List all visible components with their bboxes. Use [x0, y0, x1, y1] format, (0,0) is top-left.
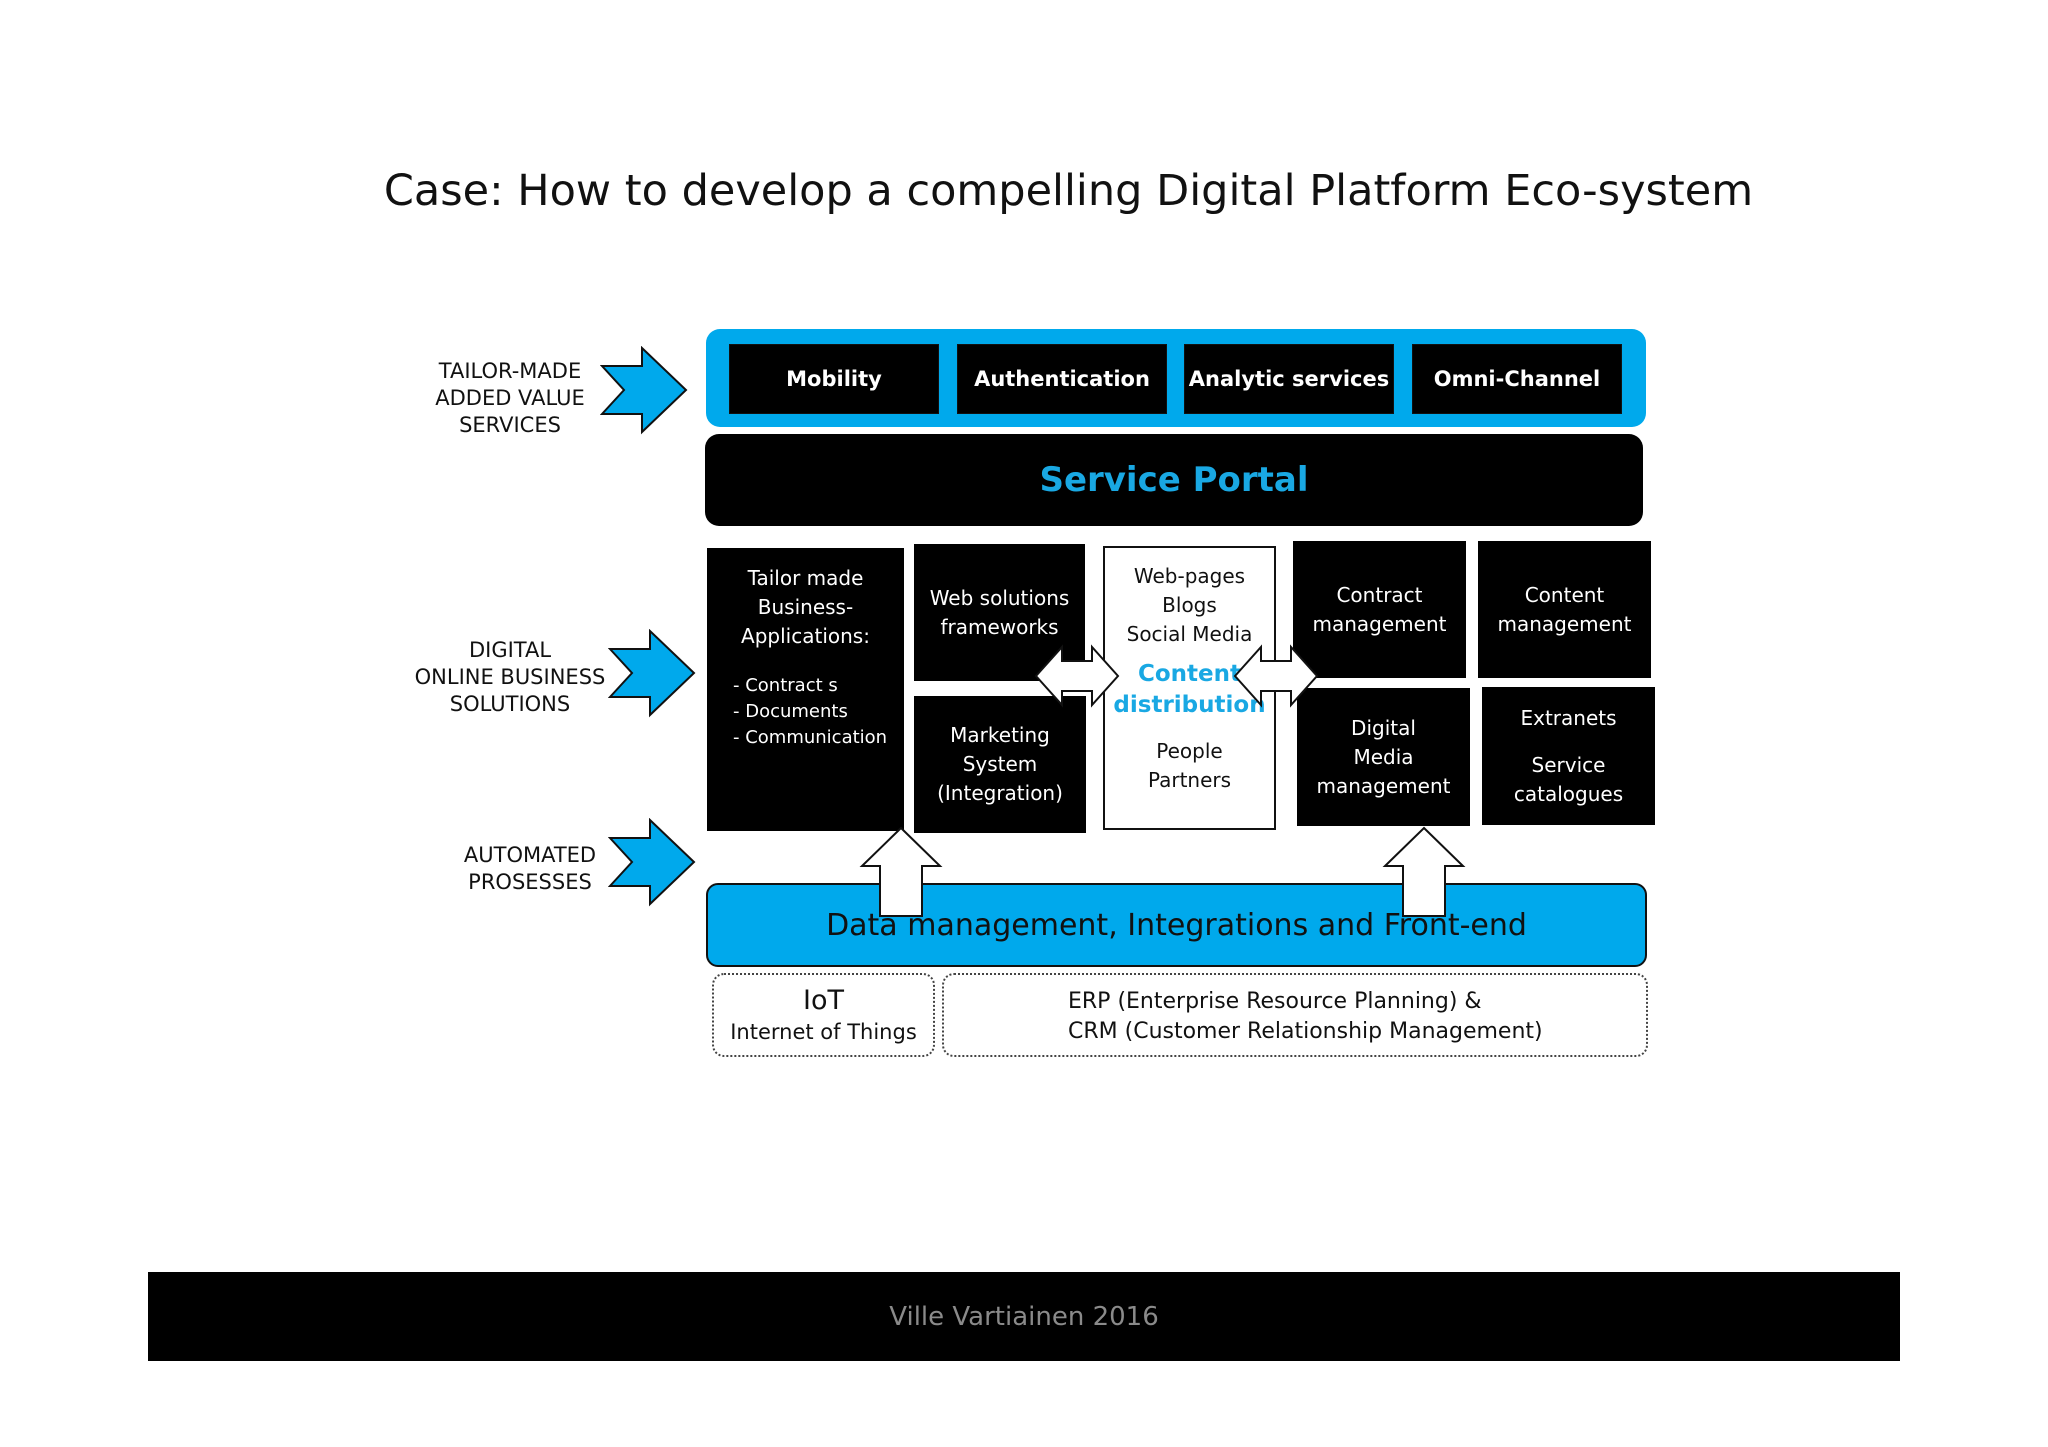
footer-author: Ville Vartiainen 2016 — [889, 1301, 1159, 1332]
iot-title: IoT — [803, 985, 844, 1016]
service-omni-channel: Omni-Channel — [1413, 345, 1621, 413]
iot-subtitle: Internet of Things — [730, 1020, 917, 1044]
arrow-right-icon — [608, 818, 696, 907]
side-label-automated: AUTOMATED PROSESSES — [463, 843, 597, 894]
content-management-block: Content management — [1478, 541, 1651, 678]
tailor-made-apps-list: - Contract s - Documents - Communication — [733, 675, 888, 748]
content-channels: Web-pages Blogs Social Media — [1126, 564, 1253, 646]
service-catalogues-label: Service catalogues — [1513, 752, 1624, 806]
web-solutions-block: Web solutions frameworks — [914, 544, 1085, 681]
double-arrow-icon — [1233, 644, 1319, 708]
extranets-label: Extranets — [1520, 705, 1617, 730]
footer-bar: Ville Vartiainen 2016 — [148, 1272, 1900, 1361]
content-distribution-label: Content distribution — [1113, 661, 1266, 718]
page-title: Case: How to develop a compelling Digita… — [383, 166, 1754, 216]
tailor-made-apps-block: Tailor made Business- Applications: - Co… — [707, 548, 904, 831]
double-arrow-icon — [1034, 644, 1120, 708]
arrow-right-icon — [608, 629, 696, 718]
service-analytic: Analytic services — [1185, 345, 1393, 413]
marketing-system-block: Marketing System (Integration) — [914, 696, 1086, 833]
service-authentication: Authentication — [958, 345, 1166, 413]
arrow-right-icon — [600, 346, 688, 435]
arrow-up-icon — [859, 826, 943, 917]
contract-management-block: Contract management — [1293, 541, 1466, 678]
side-label-digital-online: DIGITAL ONLINE BUSINESS SOLUTIONS — [414, 638, 606, 716]
arrow-up-icon — [1382, 826, 1466, 917]
side-label-tailor-made: TAILOR-MADE ADDED VALUE SERVICES — [435, 359, 585, 437]
data-management-bar: Data management, Integrations and Front-… — [706, 883, 1647, 967]
tailor-made-apps-title: Tailor made Business- Applications: — [741, 566, 870, 648]
service-portal: Service Portal — [705, 434, 1643, 526]
extranets-block: Extranets Service catalogues — [1482, 687, 1655, 825]
content-audience: People Partners — [1147, 739, 1232, 792]
digital-media-block: Digital Media management — [1297, 688, 1470, 826]
erp-crm-box: ERP (Enterprise Resource Planning) & CRM… — [942, 973, 1648, 1057]
service-mobility: Mobility — [730, 345, 938, 413]
iot-box: IoT Internet of Things — [712, 973, 935, 1057]
